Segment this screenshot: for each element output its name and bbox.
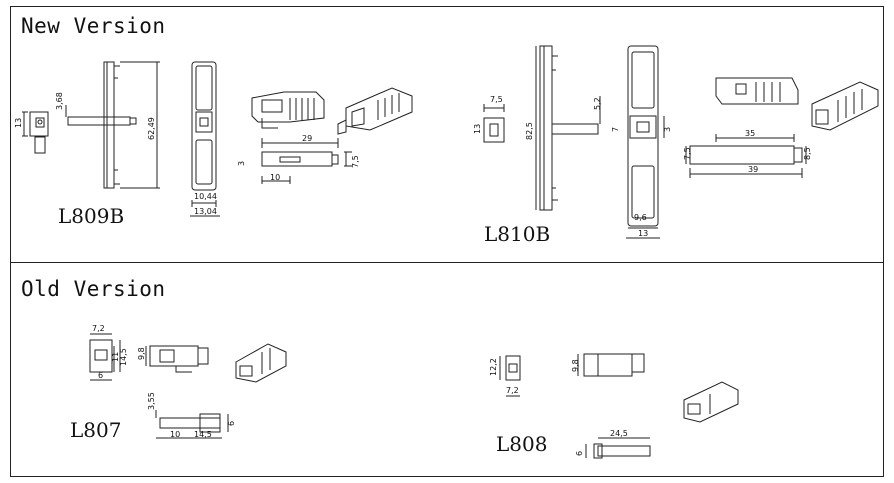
dim-label: 3,55 [147, 392, 156, 410]
dim-label: 14,5 [194, 430, 212, 439]
dim-label: 10,44 [194, 192, 217, 201]
l807-drawings [89, 333, 287, 439]
l808-drawings [499, 353, 739, 459]
dim-label: 11 [111, 352, 120, 362]
dim-label: 7,5 [351, 155, 360, 168]
dim-label: 14,5 [119, 348, 128, 366]
dim-label: 6 [98, 371, 103, 380]
dim-label: 35 [745, 129, 755, 138]
dim-label: 13,04 [194, 207, 217, 216]
dim-label: 3,68 [55, 92, 64, 110]
l810b-drawings [483, 45, 879, 239]
dim-label: 13 [14, 118, 23, 128]
dim-label: 9,6 [634, 213, 647, 222]
model-label-l809b: L809B [58, 204, 125, 228]
dim-label: 7,5 [683, 147, 692, 160]
dim-label: 13 [473, 124, 482, 134]
dim-label: 6 [227, 421, 236, 426]
dim-label: 8,5 [803, 147, 812, 160]
dim-label: 7 [611, 127, 620, 132]
dim-label: 10 [270, 173, 280, 182]
model-label-l808: L808 [496, 432, 548, 456]
dim-label: 39 [748, 165, 758, 174]
new-version-title: New Version [21, 14, 166, 38]
dim-label: 7,2 [506, 386, 519, 395]
model-label-l807: L807 [70, 418, 122, 442]
old-version-title: Old Version [21, 277, 166, 301]
old-version-frame [10, 262, 884, 477]
model-label-l810b: L810B [484, 222, 551, 246]
dim-label: 29 [302, 134, 312, 143]
dim-label: 5,2 [593, 97, 602, 110]
dim-label: 82,5 [525, 122, 534, 140]
dim-label: 6 [575, 451, 584, 456]
dim-label: 24,5 [610, 429, 628, 438]
dim-label: 9,8 [137, 347, 146, 360]
dim-label: 9,8 [571, 359, 580, 372]
l809b-drawings [22, 61, 413, 217]
dim-label: 12,2 [489, 358, 498, 376]
dim-label: 10 [170, 430, 180, 439]
dim-label: 7,5 [490, 95, 503, 104]
dim-label: 62,49 [147, 117, 156, 140]
dim-label: 3 [237, 161, 246, 166]
dim-label: 13 [638, 229, 648, 238]
dim-label: 3 [663, 127, 672, 132]
dim-label: 7,2 [92, 324, 105, 333]
dimension-labels: 13 3,68 62,49 10,44 13,04 29 3 10 7,5 7,… [14, 92, 812, 456]
